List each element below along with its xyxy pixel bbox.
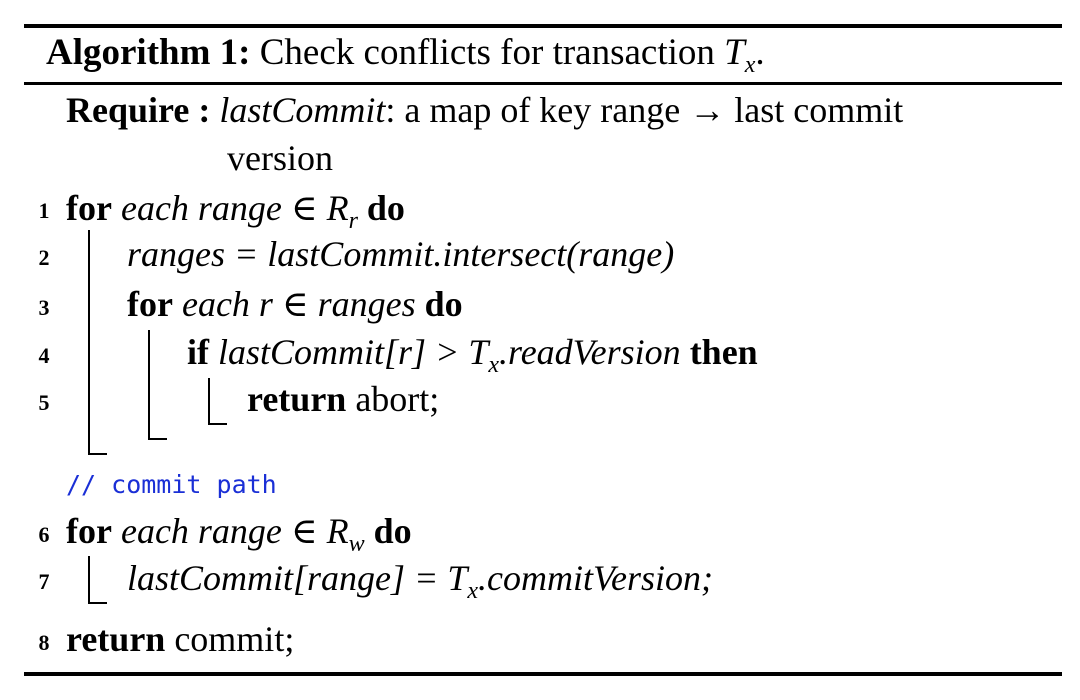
line-number-3: 3 — [38, 295, 50, 320]
keyword-then: then — [689, 332, 758, 372]
code-text: lastCommit[range] = T — [127, 558, 468, 598]
require-continuation: version — [227, 138, 333, 178]
require-keyword: Require : — [66, 90, 211, 130]
code-sub: x — [488, 352, 500, 378]
code-line-1: for each range ∈ Rr do — [66, 188, 405, 233]
title-var: T — [724, 32, 745, 73]
code-text: commit; — [165, 619, 295, 659]
line-number-6: 6 — [38, 522, 50, 547]
keyword-do: do — [357, 188, 405, 228]
block-foot-for-6 — [88, 602, 107, 604]
code-text-2: .commitVersion; — [478, 558, 713, 598]
code-line-4: if lastCommit[r] > Tx.readVersion then — [187, 332, 758, 377]
line-number-2: 2 — [38, 245, 50, 270]
keyword-for: for — [127, 284, 173, 324]
code-text: lastCommit[r] > T — [209, 332, 489, 372]
block-bar-if-4 — [208, 378, 210, 425]
code-text: each range ∈ R — [111, 511, 349, 551]
keyword-for: for — [66, 188, 112, 228]
algorithm-title: Algorithm 1: Check conflicts for transac… — [46, 32, 765, 77]
code-text: abort; — [346, 379, 440, 419]
code-sub: r — [348, 208, 358, 234]
code-line-8: return commit; — [66, 621, 294, 657]
keyword-return: return — [247, 379, 347, 419]
line-number-1: 1 — [38, 198, 50, 223]
keyword-do: do — [424, 284, 463, 324]
code-text: each range ∈ R — [111, 188, 349, 228]
block-bar-for-3 — [148, 330, 150, 440]
keyword-return: return — [66, 619, 166, 659]
block-bar-for-6 — [88, 556, 90, 604]
title-rule — [24, 82, 1062, 85]
line-number-5: 5 — [38, 390, 50, 415]
code-line-5: return abort; — [247, 381, 439, 417]
line-number-7: 7 — [38, 569, 50, 594]
block-bar-for-1 — [88, 230, 90, 455]
title-end: . — [755, 32, 765, 73]
algorithm-label: Algorithm 1: — [46, 32, 251, 73]
require-text: : a map of key range → last commit — [385, 90, 904, 130]
require-var: lastCommit — [219, 90, 386, 130]
code-text-2: .readVersion — [499, 332, 690, 372]
keyword-for: for — [66, 511, 112, 551]
code-line-7: lastCommit[range] = Tx.commitVersion; — [127, 558, 713, 603]
code-comment: // commit path — [66, 470, 277, 499]
bottom-rule — [24, 672, 1062, 676]
code-line-2: ranges = lastCommit.intersect(range) — [127, 234, 675, 274]
code-line-3: for each r ∈ ranges do — [127, 286, 463, 322]
block-foot-for-1 — [88, 453, 107, 455]
require-line: Require : lastCommit: a map of key range… — [66, 92, 903, 128]
keyword-do: do — [364, 511, 412, 551]
title-var-sub: x — [744, 52, 756, 78]
algorithm-caption: Check conflicts for transaction — [259, 32, 725, 73]
code-text: each r ∈ ranges — [172, 284, 425, 324]
top-rule — [24, 24, 1062, 28]
code-sub: w — [348, 531, 365, 557]
line-number-4: 4 — [38, 343, 50, 368]
block-foot-if-4 — [208, 423, 227, 425]
block-foot-for-3 — [148, 438, 167, 440]
keyword-if: if — [187, 332, 209, 372]
code-sub: x — [467, 578, 479, 604]
line-number-8: 8 — [38, 630, 50, 655]
code-line-6: for each range ∈ Rw do — [66, 511, 412, 556]
